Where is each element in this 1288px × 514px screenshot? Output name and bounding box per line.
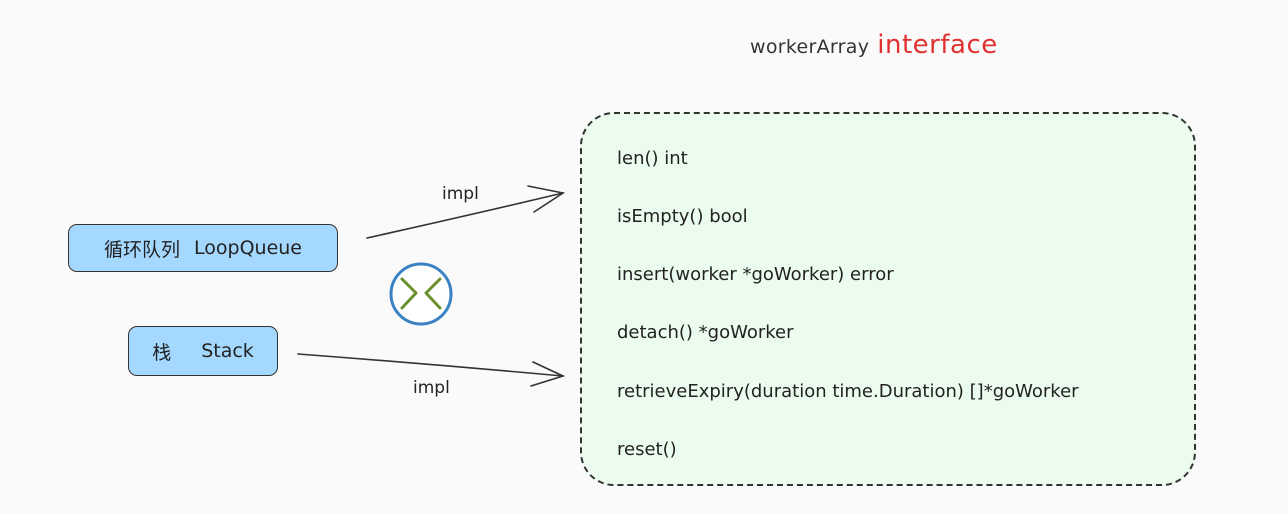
loopqueue-zh-label: 循环队列	[104, 238, 181, 261]
method-isempty: isEmpty() bool	[617, 206, 748, 227]
loopqueue-en-label: LoopQueue	[194, 237, 302, 259]
method-len: len() int	[617, 148, 688, 169]
impl-label-top: impl	[442, 184, 479, 204]
cross-logo-icon	[389, 262, 453, 326]
diagram-title: workerArray interface	[750, 30, 998, 60]
stack-en-label: Stack	[201, 340, 254, 362]
stack-box: 栈 Stack	[128, 326, 278, 376]
method-reset: reset()	[617, 439, 677, 460]
interface-keyword: interface	[877, 30, 998, 60]
interface-box	[580, 112, 1196, 486]
impl-label-bottom: impl	[413, 378, 450, 398]
method-insert: insert(worker *goWorker) error	[617, 264, 894, 285]
loopqueue-box: 循环队列 LoopQueue	[68, 224, 338, 272]
interface-name: workerArray	[750, 36, 870, 58]
method-retrieveexpiry: retrieveExpiry(duration time.Duration) […	[617, 381, 1079, 402]
method-detach: detach() *goWorker	[617, 322, 794, 343]
stack-zh-label: 栈	[152, 341, 172, 364]
